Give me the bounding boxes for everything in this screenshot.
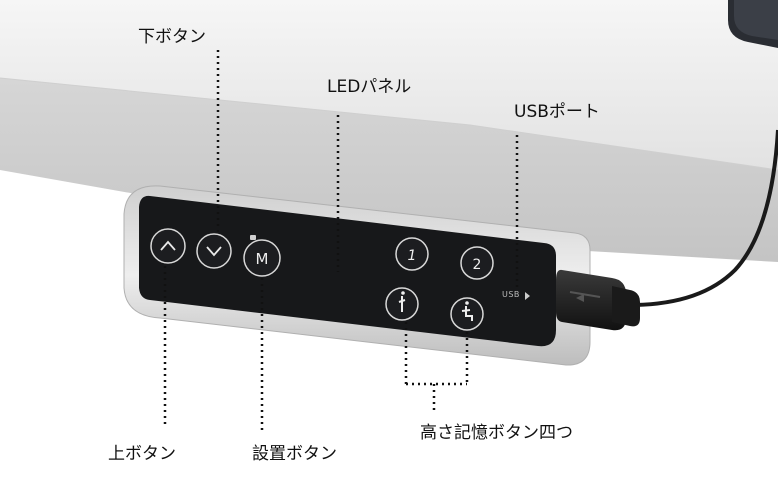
memory-button-1-label: 1 (408, 248, 417, 264)
usb-port-label: USB (502, 290, 520, 299)
chevron-down-icon (206, 246, 222, 257)
callout-down-button: 下ボタン (138, 27, 206, 47)
lock-icon (250, 235, 256, 240)
memory-button-stand[interactable] (450, 297, 484, 331)
callout-usb-port: USBポート (514, 102, 600, 122)
memory-button-1[interactable]: 1 (395, 237, 429, 271)
usb-arrow-icon (525, 292, 530, 300)
phone (728, 0, 778, 48)
down-button[interactable] (196, 233, 232, 269)
callout-set-button: 設置ボタン (252, 444, 337, 464)
usb-plug (556, 269, 640, 331)
memory-button-sit[interactable] (385, 287, 419, 321)
chevron-up-icon (160, 240, 176, 251)
desk (0, 0, 778, 262)
callout-led-panel: LEDパネル (327, 77, 412, 97)
standing-person-icon (398, 296, 406, 312)
memory-button-2-label: 2 (473, 257, 482, 273)
set-button-label: M (256, 250, 269, 268)
sitting-person-icon (461, 306, 473, 321)
memory-button-2[interactable]: 2 (460, 246, 494, 280)
set-button[interactable]: M (243, 235, 281, 277)
leader-lines (163, 50, 519, 430)
usb-cable (629, 129, 778, 307)
callout-memory-buttons: 高さ記憶ボタン四つ (420, 423, 573, 443)
callout-up-button: 上ボタン (108, 444, 176, 464)
up-button[interactable] (150, 228, 186, 264)
